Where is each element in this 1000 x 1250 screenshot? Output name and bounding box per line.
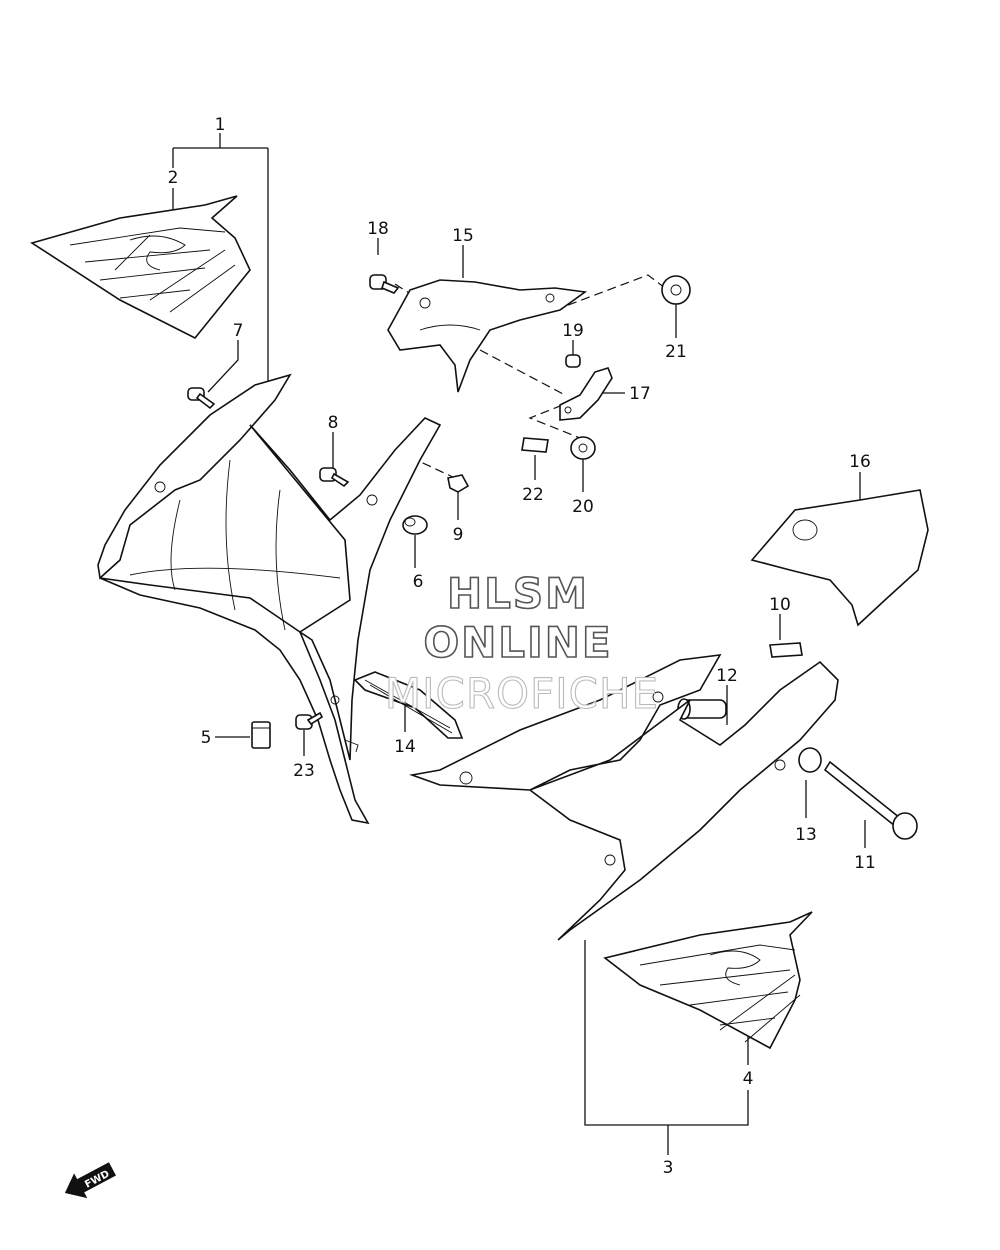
decal-lower-part-4 — [603, 911, 813, 1050]
side-fairing-part-3 — [408, 654, 839, 941]
callout-4: 4 — [743, 1069, 754, 1089]
callout-16: 16 — [849, 452, 871, 472]
callout-3: 3 — [663, 1158, 674, 1178]
fwd-arrow-icon: FWD — [64, 1162, 116, 1199]
watermark-line-3: MICROFICHE — [385, 669, 659, 718]
callout-22: 22 — [522, 485, 544, 505]
callout-18: 18 — [367, 219, 389, 239]
decal-upper-part-2 — [30, 195, 251, 340]
callout-21: 21 — [665, 342, 687, 362]
callout-20: 20 — [572, 497, 594, 517]
callout-23: 23 — [293, 761, 315, 781]
callout-1: 1 — [215, 115, 226, 135]
watermark-line-2: ONLINE — [423, 618, 612, 667]
callout-5: 5 — [201, 728, 212, 748]
callout-17: 17 — [629, 384, 651, 404]
callout-9: 9 — [453, 525, 464, 545]
watermark-line-1: HLSM — [447, 569, 589, 618]
side-panel-part-16 — [750, 489, 929, 627]
callout-12: 12 — [716, 666, 738, 686]
duct-part-14 — [353, 671, 464, 739]
callout-11: 11 — [854, 853, 876, 873]
leader-lines — [172, 133, 866, 1155]
bracket-part-17 — [559, 367, 613, 421]
callout-8: 8 — [328, 413, 339, 433]
callout-19: 19 — [562, 321, 584, 341]
inner-cover-part-15 — [387, 279, 588, 393]
front-fairing-part-1 — [97, 373, 442, 825]
callout-2: 2 — [168, 168, 179, 188]
callout-13: 13 — [795, 825, 817, 845]
watermark: HLSM ONLINE MICROFICHE — [384, 568, 659, 718]
callout-15: 15 — [452, 226, 474, 246]
callout-6: 6 — [413, 572, 424, 592]
fasteners — [187, 274, 918, 840]
callout-labels: 1 2 3 4 5 6 7 8 9 10 11 12 13 14 15 16 1… — [168, 115, 876, 1178]
callout-14: 14 — [394, 737, 416, 757]
callout-10: 10 — [769, 595, 791, 615]
callout-7: 7 — [233, 321, 244, 341]
